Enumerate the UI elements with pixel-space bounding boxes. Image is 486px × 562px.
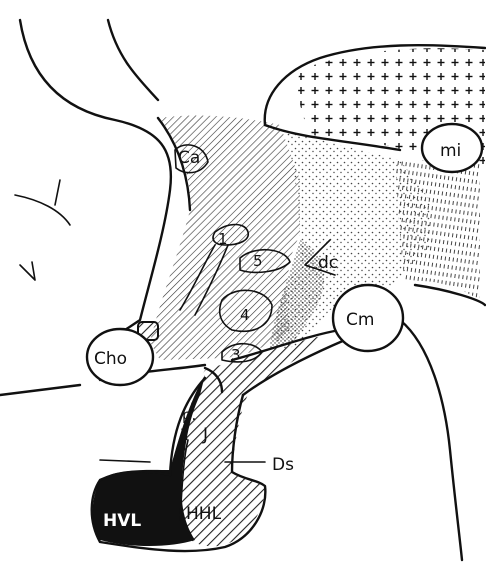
label-p: p. <box>182 406 196 424</box>
label-cho: Cho <box>94 349 127 369</box>
label-1: 1 <box>218 230 228 248</box>
label-ca: Ca <box>178 148 200 168</box>
label-4: 4 <box>240 306 250 324</box>
label-ds: Ds <box>272 455 294 475</box>
label-dc: dc <box>318 253 338 273</box>
label-hhl: HHL <box>186 504 222 524</box>
label-5: 5 <box>253 252 263 270</box>
vertical-line-region <box>395 160 480 300</box>
label-cm: Cm <box>346 310 374 330</box>
label-mi: mi <box>440 141 461 161</box>
label-i: i. <box>180 426 189 444</box>
label-3: 3 <box>231 346 241 364</box>
label-hvl: HVL <box>103 511 141 531</box>
label-j: J <box>202 425 208 445</box>
